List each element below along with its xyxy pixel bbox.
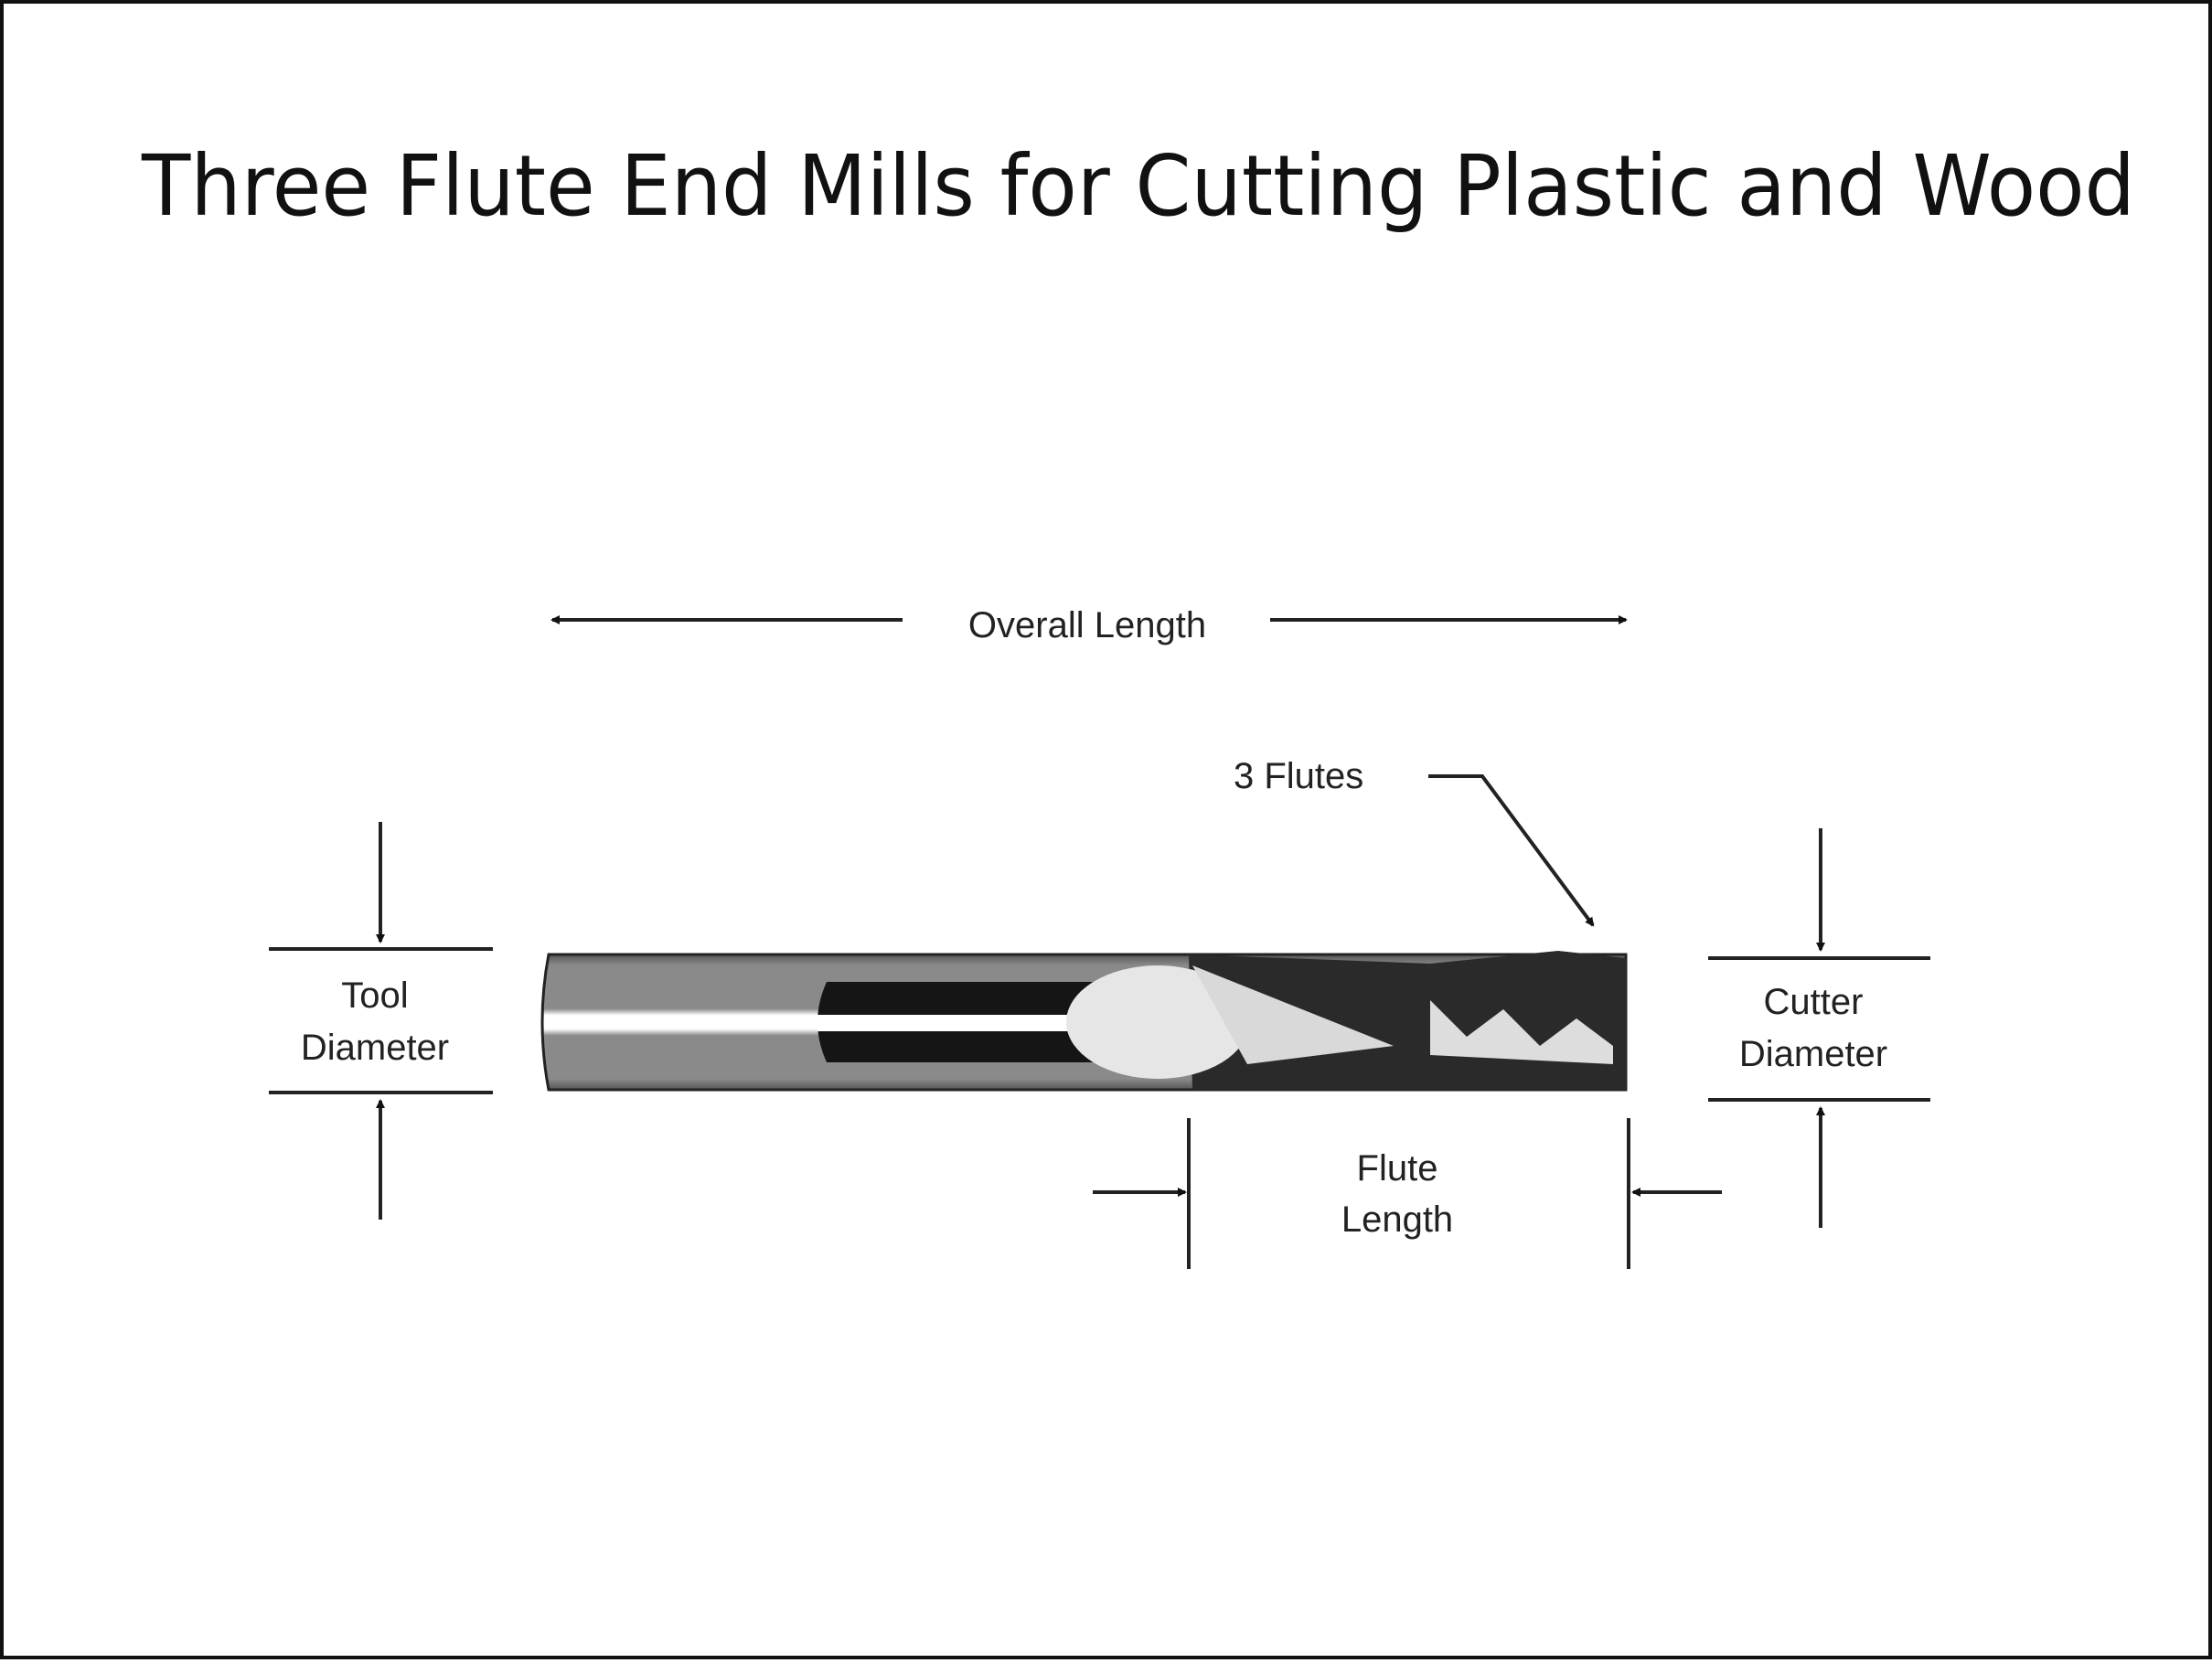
cutter-diameter-dimension: Cutter Diameter (1708, 828, 1930, 1228)
flute-length-dimension: Flute Length (1093, 1118, 1722, 1269)
flutes-callout: 3 Flutes (1234, 756, 1595, 927)
overall-length-label: Overall Length (968, 605, 1206, 645)
overall-length-dimension: Overall Length (550, 605, 1628, 645)
flute-length-label-line1: Flute (1357, 1148, 1438, 1189)
tool-diameter-label-line1: Tool (341, 975, 408, 1016)
diagram-title: Three Flute End Mills for Cutting Plasti… (141, 137, 2135, 235)
tool-diameter-dimension: Tool Diameter (269, 822, 493, 1220)
flute-length-label-line2: Length (1341, 1199, 1453, 1240)
cutter-diameter-label-line1: Cutter (1764, 982, 1864, 1022)
tool-diameter-label-line2: Diameter (301, 1028, 449, 1068)
flutes-label: 3 Flutes (1234, 756, 1363, 796)
end-mill-diagram: Three Flute End Mills for Cutting Plasti… (141, 137, 2135, 1269)
end-mill-tool (540, 951, 1628, 1092)
flutes-leader-arrow (1428, 774, 1595, 927)
flute-face (1066, 965, 1249, 1079)
cutter-diameter-label-line2: Diameter (1739, 1034, 1887, 1074)
